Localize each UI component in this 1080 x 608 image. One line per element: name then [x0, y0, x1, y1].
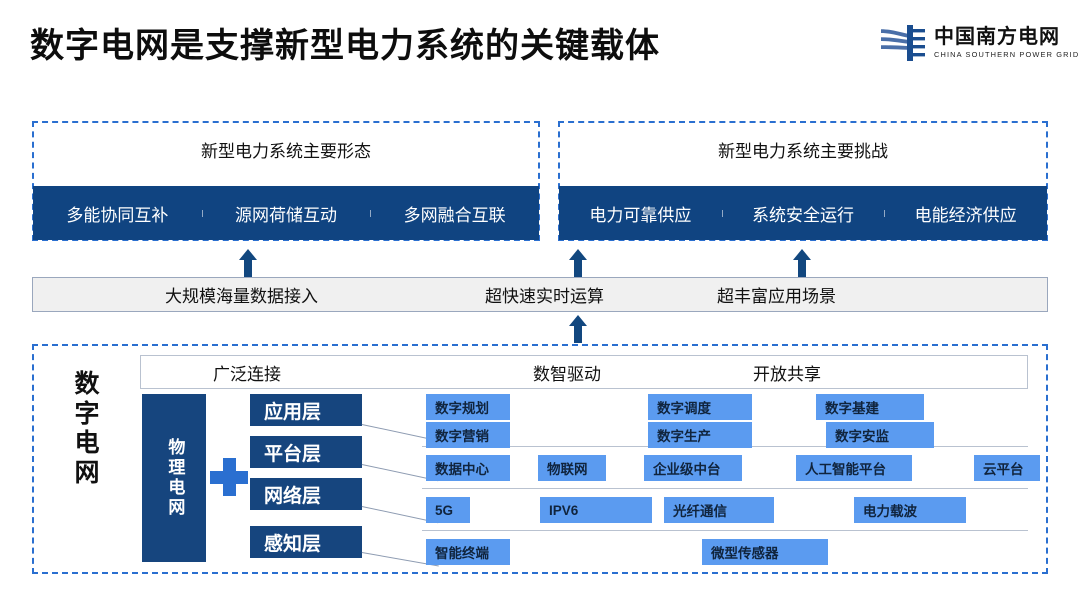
physical-grid-label: 物理电网: [165, 438, 185, 518]
arrow-up-digital-grid: [569, 315, 587, 343]
tag-row0-4[interactable]: 数字基建: [816, 394, 924, 420]
tag-row1-1[interactable]: 物联网: [538, 455, 606, 481]
form-item-0[interactable]: 多能协同互补: [66, 205, 169, 225]
form-item-1[interactable]: 源网荷储互动: [201, 201, 371, 226]
capability-item-0[interactable]: 大规模海量数据接入: [165, 287, 318, 306]
capability-bar: 大规模海量数据接入 超快速实时运算 超丰富应用场景: [32, 277, 1048, 312]
digital-grid-side-label: 数字电网: [74, 370, 100, 487]
arrow-up-applications: [793, 249, 811, 280]
panel-forms: 新型电力系统主要形态 多能协同互补 源网荷储互动 多网融合互联: [32, 121, 540, 241]
panel-digital-grid: 数字电网 广泛连接 数智驱动 开放共享 物理电网 应用层 平台层 网络层 感知层: [32, 344, 1048, 574]
panel-challenges: 新型电力系统主要挑战 电力可靠供应 系统安全运行 电能经济供应: [558, 121, 1048, 241]
brand-logo: 中国南方电网 CHINA SOUTHERN POWER GRID: [876, 14, 1078, 72]
row-separator-1: [422, 488, 1028, 489]
layer-label-1: 平台层: [264, 443, 322, 465]
capability-item-1[interactable]: 超快速实时运算: [485, 287, 604, 306]
column-heads: 广泛连接 数智驱动 开放共享: [140, 355, 1028, 389]
panel-challenges-items: 电力可靠供应 系统安全运行 电能经济供应: [559, 186, 1047, 240]
panel-challenges-title: 新型电力系统主要挑战: [560, 123, 1046, 175]
arrow-up-realtime-compute: [569, 249, 587, 280]
layer-block-1[interactable]: 平台层: [250, 436, 362, 468]
tag-row3-0[interactable]: 智能终端: [426, 539, 510, 565]
challenge-item-0[interactable]: 电力可靠供应: [589, 205, 692, 225]
power-grid-logo-icon: [881, 25, 925, 61]
tag-row0-3[interactable]: 数字生产: [648, 422, 752, 448]
layer-block-3[interactable]: 感知层: [250, 526, 362, 558]
tag-row2-0[interactable]: 5G: [426, 497, 470, 523]
capability-item-2[interactable]: 超丰富应用场景: [717, 287, 836, 306]
arrow-up-data-access: [239, 249, 257, 280]
tag-row1-4[interactable]: 云平台: [974, 455, 1040, 481]
tag-row1-2[interactable]: 企业级中台: [644, 455, 742, 481]
tag-row1-0[interactable]: 数据中心: [426, 455, 510, 481]
tag-row2-2[interactable]: 光纤通信: [664, 497, 774, 523]
logo-text-cn: 中国南方电网: [934, 26, 1060, 48]
form-item-2[interactable]: 多网融合互联: [370, 201, 539, 226]
layer-block-0[interactable]: 应用层: [250, 394, 362, 426]
panel-forms-title: 新型电力系统主要形态: [34, 123, 538, 175]
tag-row0-5[interactable]: 数字安监: [826, 422, 934, 448]
challenge-item-2[interactable]: 电能经济供应: [884, 201, 1047, 226]
layer-label-0: 应用层: [264, 401, 322, 423]
tag-row1-3[interactable]: 人工智能平台: [796, 455, 912, 481]
page-title: 数字电网是支撑新型电力系统的关键载体: [30, 27, 660, 65]
layer-label-3: 感知层: [264, 533, 322, 555]
tag-row0-0[interactable]: 数字规划: [426, 394, 510, 420]
tag-row2-3[interactable]: 电力载波: [854, 497, 966, 523]
tag-row2-1[interactable]: IPV6: [540, 497, 652, 523]
layer-label-2: 网络层: [264, 485, 322, 507]
tag-row0-1[interactable]: 数字营销: [426, 422, 510, 448]
tag-row0-2[interactable]: 数字调度: [648, 394, 752, 420]
column-head-1: 数智驱动: [533, 364, 601, 384]
column-head-2: 开放共享: [753, 364, 821, 384]
row-separator-2: [422, 530, 1028, 531]
layer-block-2[interactable]: 网络层: [250, 478, 362, 510]
physical-grid-block[interactable]: 物理电网: [142, 394, 206, 562]
column-head-0: 广泛连接: [213, 364, 281, 384]
logo-text-en: CHINA SOUTHERN POWER GRID: [934, 50, 1080, 59]
challenge-item-1[interactable]: 系统安全运行: [721, 201, 885, 226]
plus-icon: [210, 458, 248, 496]
panel-forms-items: 多能协同互补 源网荷储互动 多网融合互联: [33, 186, 539, 240]
tag-row3-1[interactable]: 微型传感器: [702, 539, 828, 565]
